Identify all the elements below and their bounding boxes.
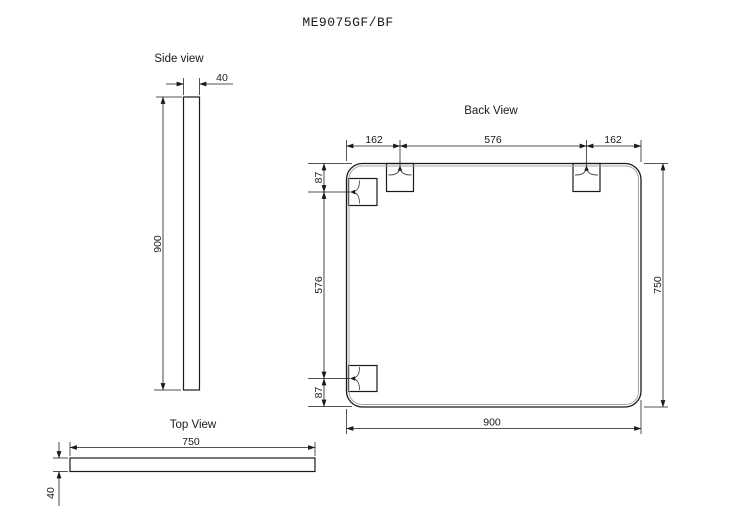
back-view-width-dimension: 900 — [346, 400, 642, 434]
back-view-height-dimension: 750 — [644, 163, 668, 408]
side-view: Side view 40 900 — [152, 53, 233, 391]
top-view-label: Top View — [170, 419, 217, 431]
back-view-top-center-span-value: 576 — [484, 134, 502, 146]
top-view-thickness-dimension: 40 — [45, 442, 68, 506]
back-view-height-value: 750 — [652, 276, 664, 294]
side-view-height-value: 900 — [152, 235, 164, 253]
back-view-top-left-offset-value: 162 — [365, 134, 383, 146]
back-view: Back View — [308, 105, 668, 434]
back-view-width-value: 900 — [483, 417, 501, 429]
side-view-height-dimension: 900 — [152, 96, 182, 391]
back-view-panel-outline — [345, 162, 642, 408]
side-view-label: Side view — [154, 53, 204, 65]
top-view: Top View 750 40 — [45, 419, 316, 506]
back-view-top-right-offset-value: 162 — [604, 134, 622, 146]
back-view-left-top-offset-value: 87 — [313, 172, 325, 184]
keyhole-details — [350, 165, 599, 391]
back-view-panel-inner-edge — [348, 165, 639, 405]
drawing-title: ME9075GF/BF — [302, 15, 393, 30]
back-view-left-center-span-value: 576 — [313, 276, 325, 294]
back-view-left-dimensions: 87 576 87 — [308, 163, 352, 407]
bracket-top-left — [385, 162, 415, 193]
top-view-panel-outline — [69, 457, 316, 473]
side-view-thickness-value: 40 — [216, 72, 228, 84]
top-view-thickness-value: 40 — [45, 487, 57, 499]
top-view-width-dimension: 750 — [69, 436, 316, 456]
back-view-left-bottom-offset-value: 87 — [313, 387, 325, 399]
back-view-label: Back View — [464, 105, 518, 117]
top-view-width-value: 750 — [182, 436, 200, 448]
side-view-panel-outline — [182, 96, 201, 391]
back-view-top-dimensions: 162 576 162 — [346, 134, 642, 166]
side-view-thickness-dimension: 40 — [166, 72, 233, 95]
